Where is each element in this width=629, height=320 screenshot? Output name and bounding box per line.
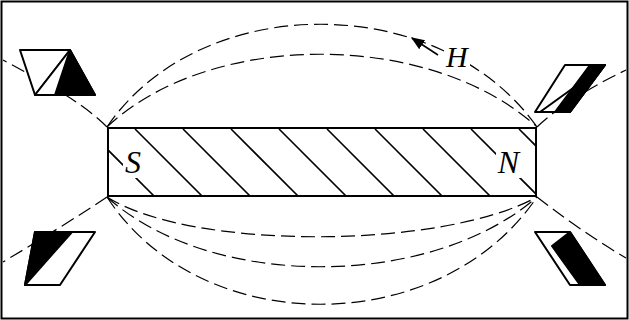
compass-needle [20, 50, 95, 95]
field-lines [3, 24, 626, 304]
magnet-hatching [109, 129, 535, 195]
field-label: H [444, 42, 470, 72]
compass-needle [535, 232, 605, 285]
compass-needles [20, 50, 605, 285]
compass-needle [25, 232, 95, 285]
bar-magnet: SN [107, 127, 537, 197]
pole-letter: S [123, 146, 143, 178]
field-arrow [412, 38, 438, 55]
compass-needle [535, 65, 605, 112]
pole-letter: N [496, 146, 521, 178]
